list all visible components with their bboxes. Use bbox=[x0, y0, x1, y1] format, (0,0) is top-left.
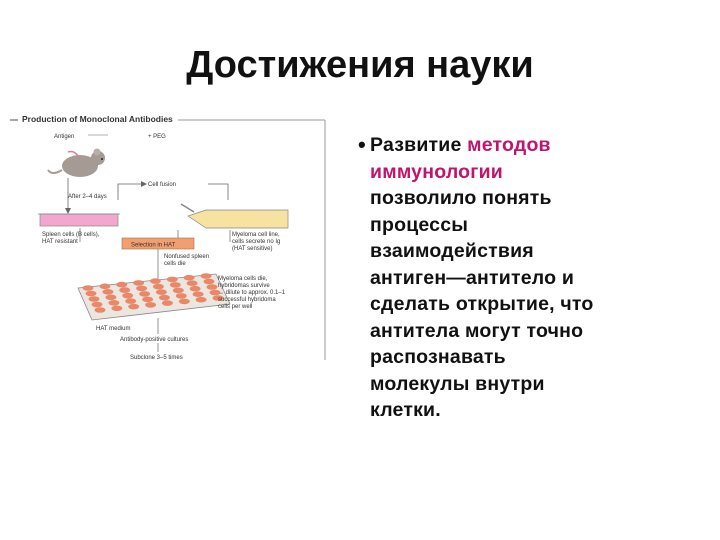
bullet-line-9: распознавать bbox=[370, 346, 506, 368]
well-plate bbox=[77, 273, 231, 321]
label-spleen-1: Spleen cells (B cells), bbox=[42, 232, 100, 238]
text-metodov: методов bbox=[467, 134, 551, 156]
label-after-days: After 2–4 days bbox=[68, 194, 107, 200]
bullet-line-6: антиген—антитело и bbox=[370, 266, 575, 289]
plate-well bbox=[161, 300, 173, 306]
bullet-line-10: молекулы внутри bbox=[370, 372, 545, 395]
plate-well bbox=[152, 283, 164, 290]
plate-well bbox=[192, 291, 204, 297]
label-myeloma-2: cells secrete no Ig bbox=[232, 239, 280, 245]
plate-well bbox=[142, 296, 154, 303]
plate-well bbox=[133, 280, 145, 286]
plate-well bbox=[128, 303, 140, 310]
label-nonfused-1: Nonfused spleen bbox=[164, 254, 209, 260]
plate-well bbox=[178, 298, 190, 305]
bullet-dot: • bbox=[358, 132, 366, 157]
plate-well bbox=[149, 278, 161, 284]
plate-well bbox=[155, 289, 167, 295]
plate-well bbox=[169, 282, 181, 288]
diagram-svg: Production of Monoclonal Antibodies Anti… bbox=[10, 114, 326, 361]
plate-well bbox=[94, 307, 106, 313]
plate-well bbox=[111, 305, 123, 312]
plate-well bbox=[195, 296, 207, 303]
label-spleen-2: HAT resistant bbox=[42, 239, 78, 245]
plate-well bbox=[136, 285, 148, 292]
plate-well bbox=[99, 283, 111, 290]
plate-well bbox=[85, 290, 97, 297]
spleen-cell-dish bbox=[38, 213, 120, 227]
monoclonal-antibody-diagram: Production of Monoclonal Antibodies Anti… bbox=[8, 108, 333, 363]
bullet-line-11: клетки. bbox=[370, 399, 441, 421]
plate-well bbox=[158, 294, 170, 301]
plate-well bbox=[91, 301, 103, 308]
plate-well bbox=[209, 289, 221, 296]
plate-well bbox=[172, 287, 184, 294]
label-myeloma-die-1: Myeloma cells die, bbox=[218, 276, 268, 282]
label-hat-medium: HAT medium bbox=[96, 326, 130, 332]
bullet-line-5: взаимодействия bbox=[370, 240, 534, 262]
plate-well bbox=[108, 300, 120, 306]
plate-well bbox=[206, 284, 218, 290]
bullet-line-8: антитела могут точно bbox=[370, 319, 584, 342]
label-myeloma-die-3: → dilute to approx. 0.1–1 bbox=[218, 290, 286, 296]
plate-well bbox=[119, 287, 131, 293]
bullet-line-2: иммунологии bbox=[370, 160, 503, 183]
label-antibody-positive: Antibody-positive cultures bbox=[120, 337, 188, 343]
label-myeloma-3: (HAT sensitive) bbox=[232, 246, 272, 252]
plate-well bbox=[145, 302, 157, 308]
plate-well bbox=[200, 273, 212, 279]
bullet-line-7: сделать открытие, что bbox=[370, 293, 594, 315]
bullet-line-1: Развитие методов bbox=[370, 132, 700, 159]
plate-well bbox=[125, 298, 137, 304]
plate-well bbox=[139, 291, 151, 297]
label-cell-fusion: Cell fusion bbox=[148, 182, 176, 188]
label-myeloma-die-4: successful hybridoma bbox=[218, 297, 276, 303]
label-nonfused-2: cells die bbox=[164, 261, 186, 267]
label-myeloma-1: Myeloma cell line, bbox=[232, 232, 280, 238]
myeloma-flask bbox=[180, 203, 289, 229]
plate-well bbox=[105, 294, 117, 301]
label-myeloma-die-2: hybridomas survive bbox=[218, 283, 270, 289]
bullet-line-4: процессы bbox=[370, 213, 469, 236]
plate-well bbox=[212, 295, 224, 301]
plate-well bbox=[82, 285, 94, 291]
plate-well bbox=[189, 285, 201, 292]
plate-well bbox=[175, 293, 187, 299]
label-peg: + PEG bbox=[148, 134, 166, 140]
figure-title: Production of Monoclonal Antibodies bbox=[22, 114, 173, 124]
text-razvitie: Развитие bbox=[370, 134, 468, 156]
bullet-text: • Развитие методов иммунологии позволило… bbox=[358, 132, 700, 424]
plate-well bbox=[116, 281, 128, 288]
plate-well bbox=[186, 280, 198, 286]
plate-well bbox=[88, 296, 100, 302]
plate-well bbox=[203, 278, 215, 285]
label-antigen: Antigen bbox=[54, 134, 74, 140]
plate-well bbox=[166, 276, 178, 283]
label-subclone: Subclone 3–5 times bbox=[130, 355, 183, 361]
plate-well bbox=[122, 292, 134, 299]
plate-well bbox=[183, 274, 195, 281]
mouse-icon bbox=[47, 148, 105, 177]
bullet-line-3: позволило понять bbox=[370, 187, 552, 209]
slide-title: Достижения науки bbox=[186, 44, 534, 86]
label-myeloma-die-5: cells per well bbox=[218, 304, 252, 310]
label-hat-box: Selection in HAT bbox=[131, 243, 176, 249]
plate-well bbox=[102, 289, 114, 295]
